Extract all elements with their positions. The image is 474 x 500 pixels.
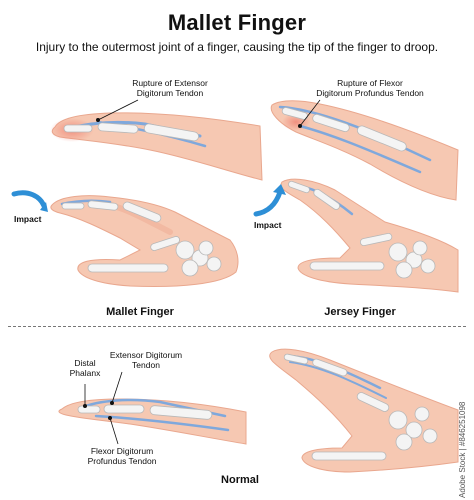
jersey-finger-hand xyxy=(280,178,459,293)
normal-finger-closeup xyxy=(58,398,247,445)
stock-id-text: Adobe Stock | #846251098 xyxy=(458,401,467,498)
label-impact-left: Impact xyxy=(14,214,42,224)
label-impact-right: Impact xyxy=(254,220,282,230)
page-title: Mallet Finger xyxy=(167,10,307,35)
leader-lines xyxy=(83,99,321,445)
label-rupture-extensor: Rupture of Extensor Digitorum Tendon xyxy=(132,78,208,98)
caption-jersey-finger: Jersey Finger xyxy=(324,306,396,318)
stock-watermark: Adobe Stock | #846251098 xyxy=(456,330,470,500)
normal-hand xyxy=(269,348,459,473)
impact-arrowhead-left xyxy=(40,202,48,212)
label-flexor-tendon: Flexor Digitorum Profundus Tendon xyxy=(87,446,157,466)
label-rupture-flexor: Rupture of Flexor Digitorum Profundus Te… xyxy=(316,78,424,98)
impact-arrowhead-right xyxy=(273,184,286,195)
mallet-finger-hand xyxy=(50,195,239,287)
leader-flexor-rupture xyxy=(299,99,321,127)
caption-mallet-finger: Mallet Finger xyxy=(106,306,174,318)
label-extensor-tendon: Extensor Digitorum Tendon xyxy=(109,350,183,370)
label-distal-phalanx: Distal Phalanx xyxy=(69,358,101,378)
impact-arrow-left xyxy=(11,190,47,209)
leader-extensor-rupture xyxy=(97,99,139,121)
leader-extensor-tendon xyxy=(111,371,123,404)
leader-flexor-tendon xyxy=(109,417,119,445)
mallet-finger-closeup xyxy=(50,112,263,181)
jersey-finger-closeup xyxy=(270,100,459,201)
section-divider xyxy=(8,326,466,327)
impact-arrow-right xyxy=(253,189,283,217)
caption-normal: Normal xyxy=(221,474,259,486)
page-subtitle: Injury to the outermost joint of a finge… xyxy=(35,40,439,54)
